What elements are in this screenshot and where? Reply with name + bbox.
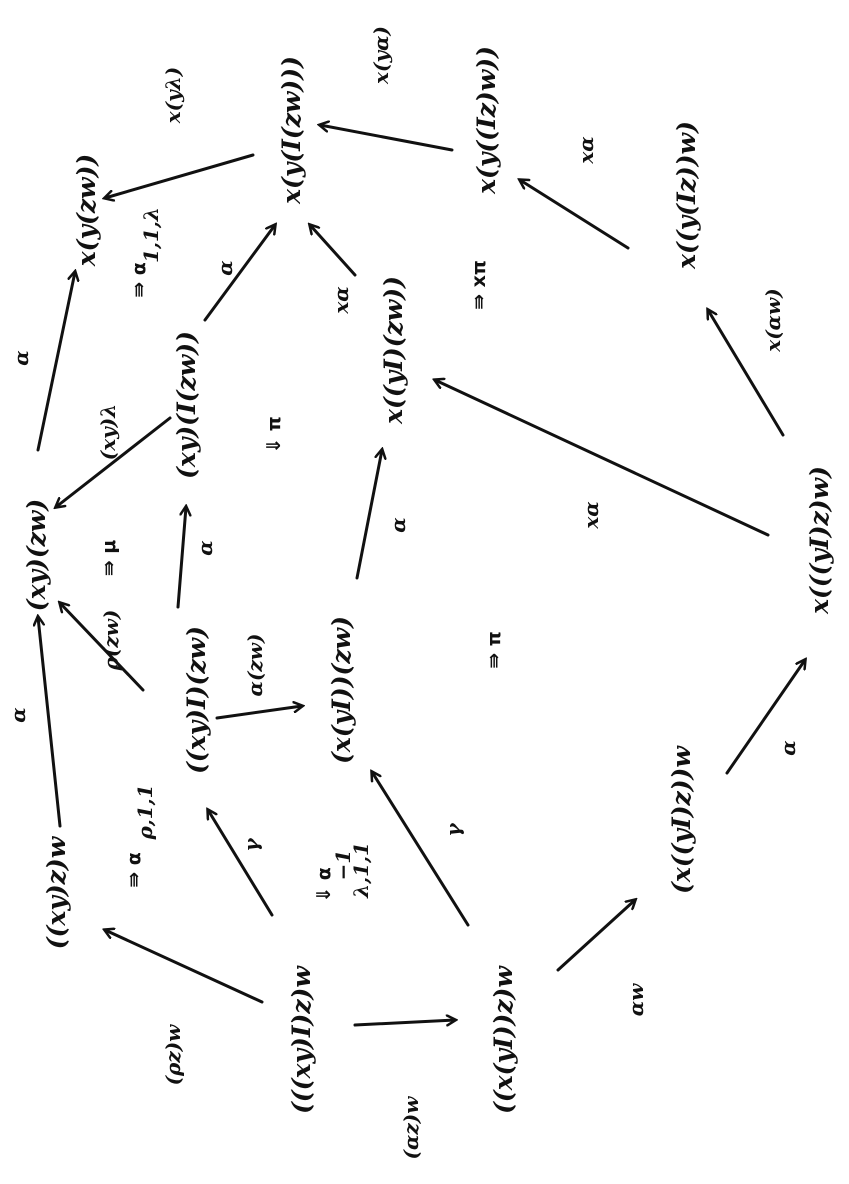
arrow-alpha-bottom-right bbox=[725, 660, 805, 775]
node-x-y-Iz-w: x(y((Iz)w)) bbox=[472, 46, 501, 195]
node-x-yIz-w-terminal: x(((yI)z)w) bbox=[805, 466, 834, 615]
label-alpha-to-xalpha: α bbox=[386, 517, 410, 532]
nodes: (((xy)I)z)w ((xy)z)w ((x(yI))z)w (x((yI)… bbox=[22, 46, 834, 1114]
twocell-alpha-rho-subscript: ρ,1,1 bbox=[133, 784, 157, 840]
label-alpha-top-mid: α bbox=[213, 260, 237, 275]
node-xy-z-w: ((xy)z)w bbox=[42, 835, 71, 949]
node-x-yI-zw: (x(yI))(zw) bbox=[327, 616, 356, 764]
arrow-x-alpha-2 bbox=[520, 180, 630, 250]
node-x-y-zw: x(y(zw)) bbox=[72, 154, 101, 267]
node-xyI-zw: ((xy)I)(zw) bbox=[182, 626, 211, 774]
node-x-yI-z-w: ((x(yI))z)w bbox=[489, 965, 518, 1114]
twocell-x-pi: ⇛ xπ bbox=[468, 260, 490, 310]
arrows bbox=[36, 125, 805, 1027]
node-x-y-I-zw: x(y(I(zw))) bbox=[277, 56, 306, 205]
label-rho-zw: ρ(zw) bbox=[99, 610, 123, 672]
label-alpha-zw: α(zw) bbox=[243, 634, 267, 697]
arrow-x-lambda-top bbox=[105, 153, 255, 198]
twocell-alpha-lambda-subscript: 1,1,λ bbox=[139, 207, 163, 263]
arrow-gamma-1 bbox=[208, 810, 274, 917]
arrow-x-y-alpha bbox=[320, 125, 454, 152]
label-alpha-bottom-right: α bbox=[776, 740, 800, 755]
arrow-alpha-mid bbox=[176, 507, 186, 609]
node-xy-zw: (xy)(zw) bbox=[22, 499, 51, 611]
twocell-alpha-inverse: ⇓ α bbox=[313, 867, 335, 903]
twocell-alpha-inverse-sup: −1 bbox=[331, 850, 355, 881]
node-x-y-Iz-w-outer: x((y(Iz))w) bbox=[672, 121, 701, 270]
arrow-gamma-2 bbox=[372, 772, 470, 927]
node-x-yI-z-in-w: (x((yI)z))w bbox=[667, 745, 696, 894]
twocell-pi-mid: ⇓ π bbox=[263, 416, 285, 454]
label-alpha-left: α bbox=[6, 707, 30, 722]
label-gamma-1: γ bbox=[239, 838, 263, 852]
label-x-alpha-w: x(αw) bbox=[761, 288, 785, 352]
label-x-y-alpha: x(yα) bbox=[369, 26, 393, 85]
arrow-rho-zw bbox=[60, 603, 145, 692]
label-x-y-lambda: x(yλ) bbox=[161, 67, 185, 125]
arrow-alpha-left bbox=[38, 617, 62, 828]
twocell-alpha-inverse-sub: λ,1,1 bbox=[349, 842, 373, 899]
twocell-mu: ⇛ μ bbox=[98, 540, 120, 577]
label-alpha-w: αw bbox=[624, 983, 648, 1016]
arrow-alpha-zw bbox=[215, 706, 302, 720]
arrow-alpha-w bbox=[556, 900, 635, 972]
edge-labels: (ρz)w (αz)w αw γ γ α ρ(zw) α(zw) α α α α… bbox=[6, 26, 800, 1159]
arrow-rho-z-w bbox=[105, 930, 264, 1004]
label-gamma-2: γ bbox=[441, 823, 465, 837]
arrow-alpha-top-mid bbox=[203, 225, 275, 322]
label-rho-z-w: (ρz)w bbox=[161, 1024, 185, 1086]
twocell-pi-center: ⇛ π bbox=[483, 631, 505, 669]
label-x-alpha-2: xα bbox=[574, 136, 598, 164]
label-alpha-top-left: α bbox=[9, 350, 33, 365]
arrow-xy-lambda bbox=[56, 416, 172, 507]
label-alpha-z-w: (αz)w bbox=[399, 1096, 423, 1160]
label-x-alpha-1: xα bbox=[329, 286, 353, 314]
arrow-x-alpha-1 bbox=[310, 225, 357, 277]
node-xyI-z-w: (((xy)I)z)w bbox=[287, 965, 316, 1114]
arrow-alpha-top-left bbox=[36, 272, 75, 452]
node-x-yI-zw-inner: x((yI)(zw)) bbox=[379, 276, 408, 425]
arrow-alpha-z-w bbox=[353, 1020, 455, 1027]
arrow-x-alpha-3 bbox=[435, 380, 770, 537]
label-alpha-mid: α bbox=[193, 540, 217, 555]
arrow-x-alpha-w bbox=[708, 310, 785, 437]
node-xy-I-zw: (xy)(I(zw)) bbox=[172, 331, 201, 479]
two-cells: ⇛ α ρ,1,1 ⇓ α −1 λ,1,1 ⇛ μ ⇛ π ⇓ π ⇛ α 1… bbox=[98, 207, 505, 903]
twocell-alpha-rho: ⇛ α bbox=[123, 852, 145, 888]
twocell-alpha-lambda: ⇛ α bbox=[128, 262, 150, 298]
arrow-alpha-to-xalpha bbox=[355, 450, 382, 580]
label-xy-lambda: (xy)λ bbox=[96, 404, 120, 461]
label-x-alpha-3: xα bbox=[579, 501, 603, 529]
